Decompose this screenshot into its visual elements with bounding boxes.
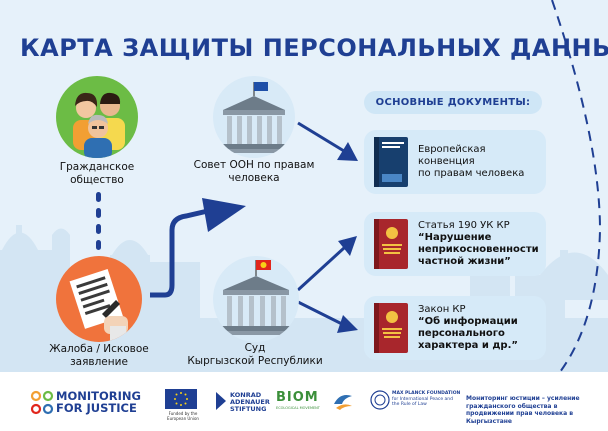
document-signing-illustration xyxy=(69,268,128,342)
eu-caption: Funded by the European Union xyxy=(167,411,199,421)
mfj-line2: FOR JUSTICE xyxy=(56,401,137,415)
document-card-criminal-code: Статья 190 УК КР “Нарушение неприкоснове… xyxy=(364,212,546,276)
court-label-line1: Суд xyxy=(244,342,266,354)
infographic-canvas: КАРТА ЗАЩИТЫ ПЕРСОНАЛЬНЫХ ДАННЫХ xyxy=(0,0,608,372)
court-building-illustration xyxy=(217,260,295,335)
un-council-icon xyxy=(213,76,295,158)
convention-line1: Европейская xyxy=(418,144,486,155)
court-icon xyxy=(213,256,299,342)
page-title: КАРТА ЗАЩИТЫ ПЕРСОНАЛЬНЫХ ДАННЫХ xyxy=(20,34,608,62)
documents-header: ОСНОВНЫЕ ДОКУМЕНТЫ: xyxy=(364,91,542,114)
kas-line1: KONRAD xyxy=(230,391,262,399)
un-council-label: Совет ООН по правам человека xyxy=(190,159,318,185)
personal-data-law-line3: персонального xyxy=(418,328,505,339)
mpf-line1: MAX PLANCK FOUNDATION xyxy=(392,391,461,396)
court-label-line2: Кыргызской Республики xyxy=(187,355,323,367)
personal-data-law-book-icon xyxy=(374,303,408,353)
personal-data-law-line2: “Об информации xyxy=(418,316,518,327)
kas-logo-icon xyxy=(216,392,226,410)
personal-data-law-line1: Закон КР xyxy=(418,304,466,315)
mpf-line3: the Rule of Law xyxy=(392,402,427,407)
criminal-code-line3: неприкосновенности xyxy=(418,244,539,255)
family-illustration xyxy=(73,92,125,158)
max-planck-logo-text: MAX PLANCK FOUNDATION for International … xyxy=(392,391,460,408)
document-card-personal-data-law: Закон КР “Об информации персонального ха… xyxy=(364,296,546,360)
criminal-code-line2: “Нарушение xyxy=(418,232,492,243)
convention-text: Европейская конвенция по правам человека xyxy=(418,130,544,194)
kas-line3: STIFTUNG xyxy=(230,405,267,413)
mpf-line2: for International Peace and xyxy=(392,396,453,402)
kas-logo-text: KONRAD ADENAUER STIFTUNG xyxy=(230,392,270,413)
biom-logo-text: BIOM xyxy=(276,390,319,405)
personal-data-law-text: Закон КР “Об информации персонального ха… xyxy=(418,296,544,360)
dashed-decorative-line xyxy=(551,0,602,372)
footer-logos-bar xyxy=(0,372,608,431)
complaint-label: Жалоба / Исковое заявление xyxy=(42,343,156,369)
civil-society-icon xyxy=(56,76,138,158)
complaint-icon xyxy=(56,256,142,342)
convention-line2: конвенция xyxy=(418,156,475,167)
un-council-label-line2: человека xyxy=(228,172,280,184)
eu-flag-icon xyxy=(165,389,197,409)
monitoring-for-justice-logo-icon xyxy=(30,390,54,415)
partner-bird-logo-icon xyxy=(334,395,352,410)
criminal-code-text: Статья 190 УК КР “Нарушение неприкоснове… xyxy=(418,212,544,276)
flow-arrows xyxy=(96,121,358,333)
criminal-code-book-icon xyxy=(374,219,408,269)
document-card-european-convention: Европейская конвенция по правам человека xyxy=(364,130,546,194)
civil-society-label: Гражданское общество xyxy=(42,161,152,187)
monitoring-for-justice-logo-text: MONITORING FOR JUSTICE xyxy=(56,390,141,414)
kas-line2: ADENAUER xyxy=(230,398,270,406)
personal-data-law-line4: характера и др.” xyxy=(418,340,518,351)
convention-book-icon xyxy=(374,137,408,187)
criminal-code-line1: Статья 190 УК КР xyxy=(418,220,510,231)
convention-line3: по правам человека xyxy=(418,168,525,179)
un-council-label-line1: Совет ООН по правам xyxy=(193,159,315,171)
criminal-code-line4: частной жизни” xyxy=(418,256,511,267)
court-label: Суд Кыргызской Республики xyxy=(180,342,330,368)
civil-society-label-line2: общество xyxy=(70,174,124,186)
un-building-illustration xyxy=(217,82,291,153)
complaint-label-line1: Жалоба / Исковое xyxy=(49,343,149,355)
project-description: Мониторинг юстиции – усиление гражданско… xyxy=(466,395,580,425)
biom-caption: ECOLOGICAL MOVEMENT xyxy=(276,406,320,410)
complaint-label-line2: заявление xyxy=(70,356,128,368)
max-planck-logo-icon xyxy=(370,390,390,410)
mfj-line1: MONITORING xyxy=(56,389,141,403)
civil-society-label-line1: Гражданское xyxy=(59,161,135,173)
